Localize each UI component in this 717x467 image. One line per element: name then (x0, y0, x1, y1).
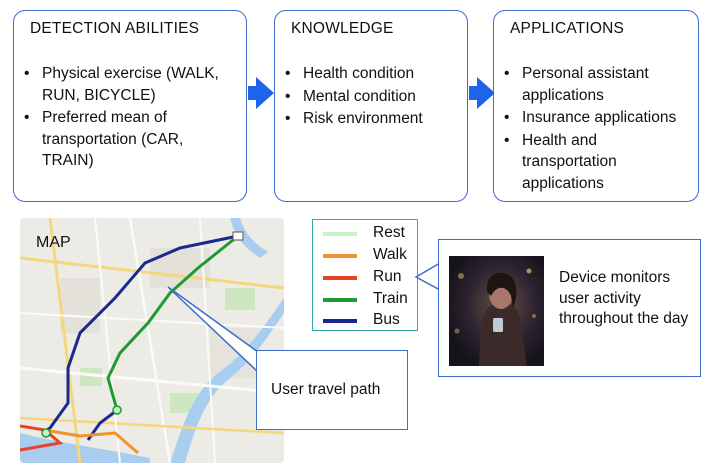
legend-swatch (323, 319, 357, 323)
list-item: Insurance applications (504, 107, 694, 129)
travel-path-callout: User travel path (256, 350, 408, 430)
detection-abilities-title: DETECTION ABILITIES (30, 20, 200, 37)
device-callout: Device monitors user activity throughout… (438, 239, 701, 377)
travel-path-text: User travel path (271, 381, 381, 398)
person-phone-illustration (449, 256, 544, 366)
legend-item-train: Train (313, 289, 417, 309)
right-arrow-icon (477, 77, 495, 109)
legend-label: Bus (373, 311, 400, 328)
map-image (20, 218, 284, 463)
map-label: MAP (36, 234, 71, 251)
applications-title: APPLICATIONS (510, 20, 625, 37)
legend-swatch (323, 276, 357, 280)
knowledge-title: KNOWLEDGE (291, 20, 394, 37)
list-item: Health and transportation applications (504, 130, 652, 195)
legend-item-bus: Bus (313, 310, 417, 330)
knowledge-list: Health condition Mental condition Risk e… (275, 63, 423, 131)
knowledge-box: KNOWLEDGE Health condition Mental condit… (274, 10, 468, 202)
arrow-stem-1 (248, 86, 258, 100)
legend-swatch (323, 298, 357, 302)
list-item: Preferred mean of transportation (CAR, T… (24, 107, 217, 172)
list-item: Personal assistant applications (504, 63, 682, 106)
legend-item-walk: Walk (313, 245, 417, 265)
legend-swatch (323, 254, 357, 258)
legend-label: Run (373, 268, 402, 285)
legend-item-run: Run (313, 267, 417, 287)
list-item: Risk environment (285, 108, 423, 130)
legend-label: Train (373, 290, 408, 307)
map-graphic (20, 218, 284, 463)
detection-abilities-list: Physical exercise (WALK, RUN, BICYCLE) P… (14, 63, 242, 173)
legend-label: Walk (373, 246, 407, 263)
applications-list: Personal assistant applications Insuranc… (494, 63, 694, 195)
right-arrow-icon (256, 77, 274, 109)
list-item: Mental condition (285, 86, 423, 108)
list-item: Physical exercise (WALK, RUN, BICYCLE) (24, 63, 242, 106)
detection-abilities-box: DETECTION ABILITIES Physical exercise (W… (13, 10, 247, 202)
legend-label: Rest (373, 224, 405, 241)
legend: Rest Walk Run Train Bus (312, 219, 418, 331)
legend-item-rest: Rest (313, 223, 417, 243)
arrow-stem-2 (469, 86, 479, 100)
device-callout-text: Device monitors user activity throughout… (559, 269, 689, 327)
person-phone-photo (449, 256, 544, 366)
applications-box: APPLICATIONS Personal assistant applicat… (493, 10, 699, 202)
legend-swatch (323, 232, 357, 236)
list-item: Health condition (285, 63, 423, 85)
